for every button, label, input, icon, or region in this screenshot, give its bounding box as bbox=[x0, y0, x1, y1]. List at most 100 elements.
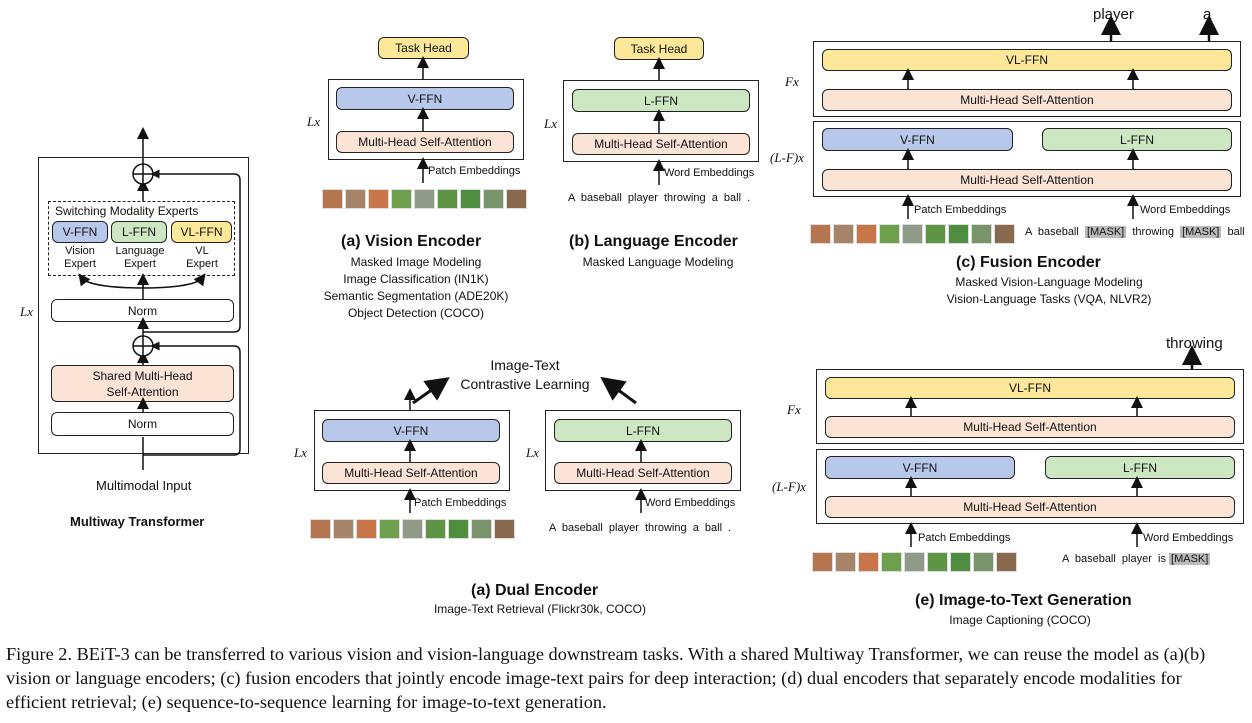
image-patch bbox=[879, 224, 900, 244]
image-patch bbox=[856, 224, 877, 244]
language-encoder-sub-0: Masked Language Modeling bbox=[582, 255, 734, 269]
fusion-encoder-sub-1: Vision-Language Tasks (VQA, NLVR2) bbox=[946, 292, 1152, 306]
i2t-vffn: V-FFN bbox=[825, 456, 1015, 479]
dual-encoder-title: (a) Dual Encoder bbox=[471, 582, 599, 599]
image-patch bbox=[310, 519, 331, 539]
image-patch bbox=[904, 552, 925, 572]
image-patch bbox=[971, 224, 992, 244]
i2t-output-throwing: throwing bbox=[1166, 335, 1223, 352]
image-patch bbox=[927, 552, 948, 572]
image-patch bbox=[494, 519, 515, 539]
dual-patch-embeddings-label: Patch Embeddings bbox=[414, 497, 507, 509]
i2t-top-frame bbox=[816, 369, 1244, 444]
image-patch bbox=[833, 224, 854, 244]
image-patch bbox=[414, 189, 435, 209]
i2t-top-attention: Multi-Head Self-Attention bbox=[825, 416, 1235, 438]
vision-task-head: Task Head bbox=[378, 37, 469, 59]
dual-word-embeddings-label: Word Embeddings bbox=[645, 497, 736, 509]
image-patch bbox=[402, 519, 423, 539]
language-sentence: A baseball player throwing a ball . bbox=[568, 192, 751, 204]
fusion-word-embeddings-label: Word Embeddings bbox=[1140, 204, 1231, 216]
fusion-lfx-label: (L-F)x bbox=[770, 150, 804, 165]
vision-encoder-sub-2: Semantic Segmentation (ADE20K) bbox=[323, 289, 509, 303]
vision-encoder-sub-1: Image Classification (IN1K) bbox=[343, 272, 489, 286]
vision-patch-embeddings-label: Patch Embeddings bbox=[428, 165, 521, 177]
multiway-title: Multiway Transformer bbox=[70, 514, 205, 529]
switching-experts-label: Switching Modality Experts bbox=[55, 204, 199, 218]
fusion-fx-label: Fx bbox=[785, 74, 799, 89]
dual-vision-attention: Multi-Head Self-Attention bbox=[322, 462, 500, 484]
image-patch bbox=[368, 189, 389, 209]
image-patch bbox=[948, 224, 969, 244]
language-lx-label: Lx bbox=[544, 116, 557, 131]
vision-encoder-title: (a) Vision Encoder bbox=[341, 233, 482, 250]
language-encoder-title: (b) Language Encoder bbox=[569, 233, 738, 250]
image-patch bbox=[994, 224, 1015, 244]
i2t-lffn: L-FFN bbox=[1045, 456, 1235, 479]
fusion-top-frame bbox=[813, 41, 1241, 117]
image-patch bbox=[810, 224, 831, 244]
i2t-word-embeddings-label: Word Embeddings bbox=[1143, 532, 1234, 544]
image-patch bbox=[506, 189, 527, 209]
image-patch bbox=[881, 552, 902, 572]
image-patch bbox=[835, 552, 856, 572]
i2t-patch-embeddings-label: Patch Embeddings bbox=[918, 532, 1011, 544]
fusion-image-patches bbox=[810, 224, 1015, 244]
image-patch bbox=[471, 519, 492, 539]
fusion-patch-embeddings-label: Patch Embeddings bbox=[914, 204, 1007, 216]
dual-vffn: V-FFN bbox=[322, 419, 500, 442]
image-patch bbox=[425, 519, 446, 539]
image-patch bbox=[858, 552, 879, 572]
dual-image-patches bbox=[310, 519, 515, 539]
fusion-output-a: a bbox=[1203, 6, 1212, 23]
vision-encoder-sub-3: Object Detection (COCO) bbox=[347, 306, 485, 320]
multimodal-input-label: Multimodal Input bbox=[96, 478, 192, 493]
image-patch bbox=[448, 519, 469, 539]
fusion-vlffn: VL-FFN bbox=[822, 49, 1232, 71]
i2t-bottom-attention: Multi-Head Self-Attention bbox=[825, 496, 1235, 518]
image-patch bbox=[356, 519, 377, 539]
image-patch bbox=[345, 189, 366, 209]
image-patch bbox=[902, 224, 923, 244]
dual-language-lx-label: Lx bbox=[526, 445, 539, 460]
fusion-top-attention: Multi-Head Self-Attention bbox=[822, 89, 1232, 111]
multiway-lx-label: Lx bbox=[20, 304, 33, 319]
vffn-expert: V-FFN bbox=[52, 221, 108, 243]
image-patch bbox=[973, 552, 994, 572]
figure-caption: Figure 2. BEiT-3 can be transferred to v… bbox=[6, 644, 1206, 712]
fusion-sentence: A baseball [MASK] throwing [MASK] ball bbox=[1025, 226, 1245, 238]
fusion-encoder-title: (c) Fusion Encoder bbox=[956, 254, 1101, 271]
vision-encoder-sub-0: Masked Image Modeling bbox=[350, 255, 482, 269]
fusion-vffn: V-FFN bbox=[822, 128, 1013, 151]
vision-attention: Multi-Head Self-Attention bbox=[336, 131, 514, 153]
dual-language-attention: Multi-Head Self-Attention bbox=[554, 462, 732, 484]
vision-lx-label: Lx bbox=[307, 114, 320, 129]
image-patch bbox=[437, 189, 458, 209]
language-attention: Multi-Head Self-Attention bbox=[572, 133, 750, 155]
image-patch bbox=[322, 189, 343, 209]
image-patch bbox=[333, 519, 354, 539]
image-patch bbox=[812, 552, 833, 572]
image-patch bbox=[460, 189, 481, 209]
language-word-embeddings-label: Word Embeddings bbox=[664, 167, 755, 179]
dual-sentence: A baseball player throwing a ball . bbox=[549, 522, 732, 534]
fusion-encoder-sub-0: Masked Vision-Language Modeling bbox=[955, 275, 1143, 289]
i2t-image-patches bbox=[812, 552, 1017, 572]
i2t-bottom-frame bbox=[816, 449, 1244, 524]
dual-vision-lx-label: Lx bbox=[294, 445, 307, 460]
lffn-expert: L-FFN bbox=[111, 221, 167, 243]
image-patch bbox=[391, 189, 412, 209]
i2t-title: (e) Image-to-Text Generation bbox=[915, 592, 1132, 609]
image-patch bbox=[483, 189, 504, 209]
i2t-sub-0: Image Captioning (COCO) bbox=[949, 613, 1091, 627]
image-patch bbox=[996, 552, 1017, 572]
i2t-fx-label: Fx bbox=[787, 402, 801, 417]
image-patch bbox=[925, 224, 946, 244]
fusion-bottom-frame bbox=[813, 121, 1241, 197]
i2t-sentence: A baseball player is [MASK] bbox=[1062, 553, 1211, 565]
image-patch bbox=[379, 519, 400, 539]
